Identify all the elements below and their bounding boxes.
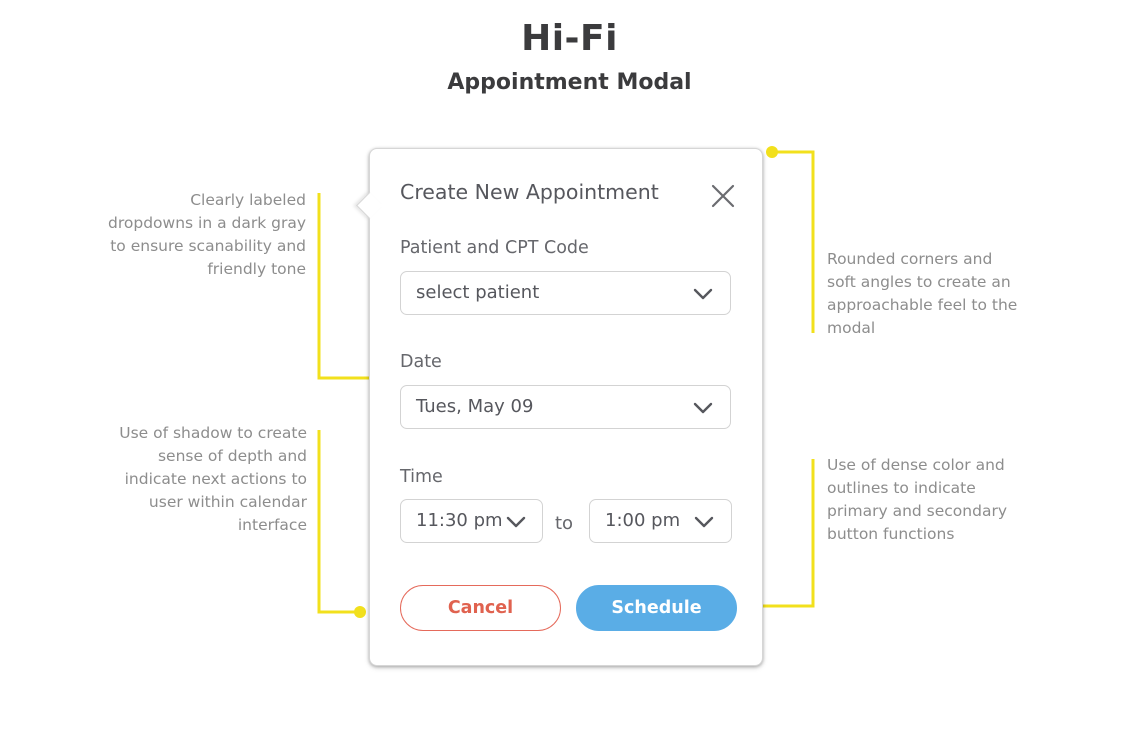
- close-icon: [711, 184, 735, 208]
- connector-buttons: [755, 459, 815, 608]
- chevron-down-icon: [693, 288, 713, 300]
- connector-shadow: [317, 430, 360, 614]
- time-end-select[interactable]: 1:00 pm: [589, 499, 732, 543]
- time-start-select[interactable]: 11:30 pm: [400, 499, 543, 543]
- annotation-corners: Rounded corners and soft angles to creat…: [827, 250, 1018, 337]
- time-label: Time: [400, 467, 443, 487]
- connector-dot-shadow: [354, 606, 366, 618]
- chevron-down-icon: [693, 402, 713, 414]
- page-subtitle: Appointment Modal: [447, 70, 692, 95]
- cancel-button[interactable]: Cancel: [400, 585, 561, 631]
- chevron-down-icon: [506, 516, 526, 528]
- schedule-button[interactable]: Schedule: [576, 585, 737, 631]
- time-separator: to: [555, 513, 574, 534]
- annotation-dropdowns: Clearly labeled dropdowns in a dark gray…: [108, 191, 306, 278]
- date-label: Date: [400, 352, 442, 372]
- date-select-value: Tues, May 09: [416, 396, 534, 417]
- page-title: Hi-Fi: [521, 18, 618, 59]
- appointment-modal: Create New Appointment Patient and CPT C…: [356, 148, 763, 666]
- patient-label: Patient and CPT Code: [400, 238, 589, 258]
- date-select[interactable]: Tues, May 09: [400, 385, 731, 429]
- annotation-shadow: Use of shadow to create sense of depth a…: [119, 424, 307, 534]
- close-button[interactable]: [709, 182, 737, 210]
- annotation-buttons: Use of dense color and outlines to indic…: [827, 456, 1007, 543]
- chevron-down-icon: [694, 516, 714, 528]
- patient-select-value: select patient: [416, 282, 540, 303]
- connector-corners: [772, 150, 815, 333]
- modal-title: Create New Appointment: [400, 180, 659, 204]
- patient-select[interactable]: select patient: [400, 271, 731, 315]
- time-start-value: 11:30 pm: [416, 510, 503, 531]
- connector-dot-corners: [766, 146, 778, 158]
- connector-dropdowns: [317, 193, 379, 380]
- time-end-value: 1:00 pm: [605, 510, 681, 531]
